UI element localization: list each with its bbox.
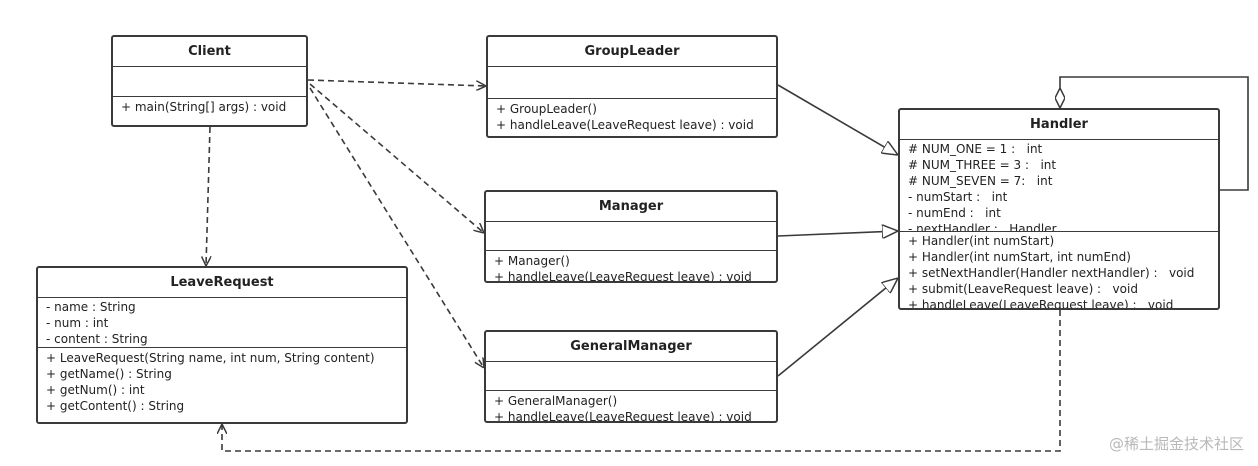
operation: + submit(LeaveRequest leave) : void: [908, 282, 1138, 296]
class-handler-name: Handler: [900, 110, 1218, 140]
dependency-client-leaverequest: [206, 126, 210, 266]
class-manager: Manager + Manager() + handleLeave(LeaveR…: [484, 190, 778, 283]
class-handler-operations: + Handler(int numStart) + Handler(int nu…: [900, 232, 1218, 310]
dependency-handler-leaverequest: [222, 310, 1061, 452]
class-leaverequest-operations: + LeaveRequest(String name, int num, Str…: [38, 348, 406, 416]
class-groupleader: GroupLeader + GroupLeader() + handleLeav…: [486, 35, 778, 138]
operation: + Handler(int numStart): [908, 234, 1055, 248]
attribute: - numEnd : int: [908, 206, 1001, 220]
operation: + GroupLeader(): [496, 102, 597, 116]
operation: + handleLeave(LeaveRequest leave) : void: [496, 118, 754, 132]
class-client: Client + main(String[] args) : void: [111, 35, 308, 127]
generalization-groupleader-handler: [777, 84, 898, 155]
class-handler: Handler # NUM_ONE = 1 : int # NUM_THREE …: [898, 108, 1220, 310]
attribute: - nextHandler : Handler: [908, 222, 1057, 232]
class-client-name: Client: [113, 37, 306, 67]
class-client-attributes: [113, 67, 306, 97]
aggregation-handler-self: [1060, 76, 1249, 191]
class-leaverequest-attributes: - name : String - num : int - content : …: [38, 298, 406, 348]
attribute: - content : String: [46, 332, 148, 346]
dependency-client-groupleader: [307, 79, 486, 86]
class-handler-attributes: # NUM_ONE = 1 : int # NUM_THREE = 3 : in…: [900, 140, 1218, 232]
attribute: - name : String: [46, 300, 136, 314]
class-groupleader-attributes: [488, 67, 776, 99]
class-manager-attributes: [486, 222, 776, 251]
attribute: - numStart : int: [908, 190, 1008, 204]
attribute: # NUM_ONE = 1 : int: [908, 142, 1043, 156]
operation: + handleLeave(LeaveRequest leave) : void: [494, 410, 752, 421]
attribute: # NUM_SEVEN = 7: int: [908, 174, 1053, 188]
generalization-manager-handler: [777, 231, 898, 236]
class-generalmanager-name: GeneralManager: [486, 332, 776, 362]
operation: + handleLeave(LeaveRequest leave) : void: [908, 298, 1174, 310]
class-groupleader-name: GroupLeader: [488, 37, 776, 67]
attribute: # NUM_THREE = 3 : int: [908, 158, 1057, 172]
generalization-generalmanager-handler: [777, 278, 898, 377]
operation: + Manager(): [494, 254, 570, 268]
watermark: @稀土掘金技术社区: [1108, 435, 1244, 453]
attribute: - num : int: [46, 316, 109, 330]
operation: + Handler(int numStart, int numEnd): [908, 250, 1131, 264]
class-generalmanager-attributes: [486, 362, 776, 391]
operation: + main(String[] args) : void: [121, 100, 287, 114]
class-manager-name: Manager: [486, 192, 776, 222]
dependency-client-manager: [309, 83, 484, 233]
operation: + setNextHandler(Handler nextHandler) : …: [908, 266, 1195, 280]
operation: + getContent() : String: [46, 399, 185, 413]
operation: + getName() : String: [46, 367, 172, 381]
class-client-operations: + main(String[] args) : void: [113, 97, 306, 117]
operation: + LeaveRequest(String name, int num, Str…: [46, 351, 375, 365]
operation: + getNum() : int: [46, 383, 145, 397]
class-generalmanager-operations: + GeneralManager() + handleLeave(LeaveRe…: [486, 391, 776, 421]
operation: + handleLeave(LeaveRequest leave) : void: [494, 270, 752, 281]
class-generalmanager: GeneralManager + GeneralManager() + hand…: [484, 330, 778, 423]
class-manager-operations: + Manager() + handleLeave(LeaveRequest l…: [486, 251, 776, 281]
class-leaverequest-name: LeaveRequest: [38, 268, 406, 298]
dependency-client-generalmanager: [309, 87, 484, 368]
operation: + GeneralManager(): [494, 394, 618, 408]
class-leaverequest: LeaveRequest - name : String - num : int…: [36, 266, 408, 424]
class-groupleader-operations: + GroupLeader() + handleLeave(LeaveReque…: [488, 99, 776, 135]
